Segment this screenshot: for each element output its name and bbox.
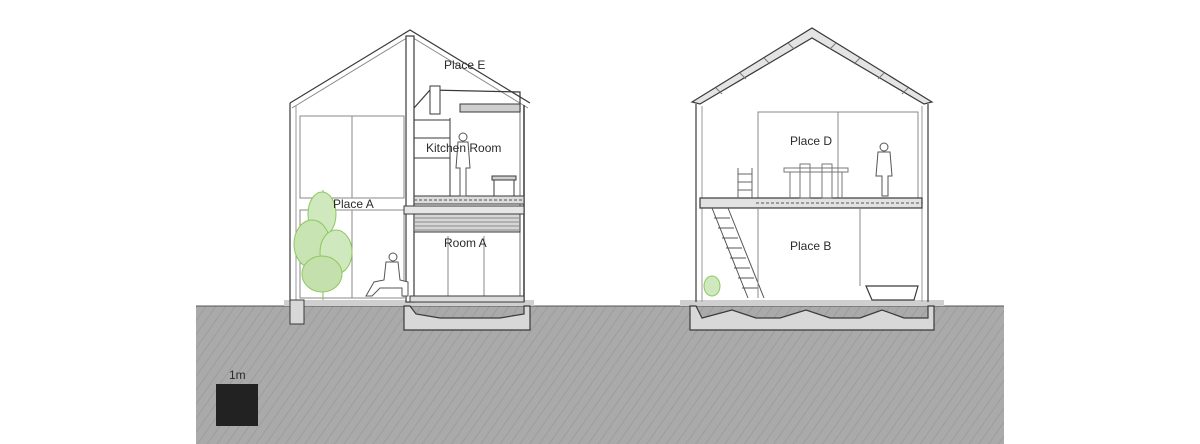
right-roof [690, 27, 934, 105]
right-house-section [680, 27, 944, 331]
left-roof [289, 29, 531, 104]
bathtub [865, 285, 919, 301]
left-house-section [284, 29, 534, 331]
scale-bar-label: 1m [229, 368, 246, 382]
label-kitchen-room: Kitchen Room [426, 141, 501, 155]
label-room-a: Room A [444, 236, 487, 250]
left-foundation [403, 305, 531, 331]
label-place-b: Place B [790, 239, 831, 253]
label-place-e: Place E [444, 58, 485, 72]
right-foundation [689, 305, 935, 331]
scale-bar: 1m [216, 368, 258, 426]
central-column [405, 35, 415, 303]
label-place-d: Place D [790, 134, 832, 148]
small-plant [703, 275, 721, 297]
scale-bar-square [216, 384, 258, 426]
mezzanine-person-silhouette [875, 142, 893, 197]
tree-illustration [293, 190, 353, 300]
label-place-a: Place A [333, 197, 374, 211]
kitchen-person-silhouette [455, 132, 471, 197]
seated-person-silhouette [365, 252, 409, 297]
